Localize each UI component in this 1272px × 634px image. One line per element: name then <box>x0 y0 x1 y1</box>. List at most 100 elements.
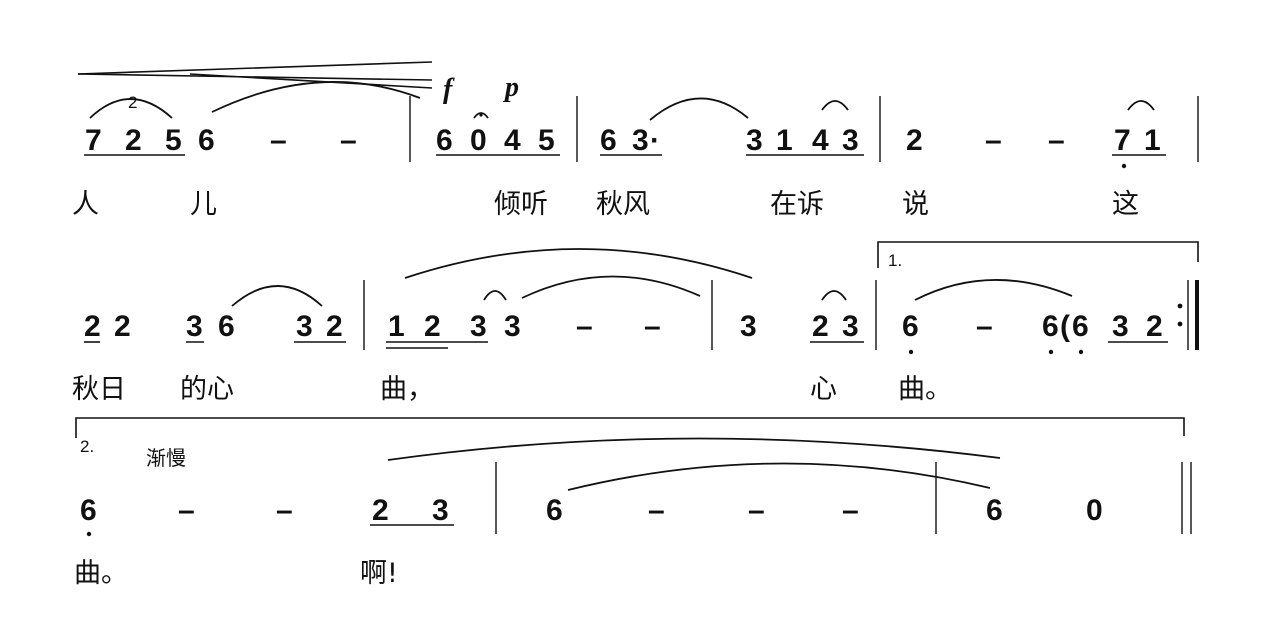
slur <box>231 285 323 307</box>
note: 6 <box>986 494 1003 527</box>
lyric: 人 <box>72 189 99 220</box>
note: 3 <box>432 494 449 527</box>
note: 7 <box>85 124 102 157</box>
note: 2 <box>84 310 101 343</box>
lyric: 倾听 <box>494 189 548 220</box>
lyric: 这 <box>1112 189 1139 220</box>
lyric: 的心 <box>180 374 234 405</box>
note: 7 <box>1114 124 1131 157</box>
note: 2 <box>372 494 389 527</box>
dash: – <box>842 494 859 527</box>
note: 6 <box>80 494 97 527</box>
dash: – <box>644 310 661 343</box>
tie <box>211 81 421 113</box>
note: 3 <box>746 124 763 157</box>
volta-bracket-2 <box>75 417 1185 438</box>
note: 6 <box>546 494 563 527</box>
note: 6 <box>1072 310 1089 343</box>
lyric: 在诉 <box>770 189 824 220</box>
tie <box>914 279 1073 301</box>
note: 2 <box>424 310 441 343</box>
slur <box>89 98 173 119</box>
note: 4 <box>812 124 829 157</box>
lyric: 秋风 <box>596 189 650 220</box>
dash: – <box>985 124 1002 157</box>
dash: – <box>576 310 593 343</box>
note: 2 <box>1146 310 1163 343</box>
fermata-arc <box>1127 100 1155 111</box>
note: 3 <box>186 310 203 343</box>
repeat-dot <box>1177 303 1183 309</box>
paren-open: ( <box>1060 310 1070 343</box>
octave-dot <box>908 349 914 355</box>
dash: – <box>648 494 665 527</box>
note: 5 <box>538 124 555 157</box>
note: 6 <box>1042 310 1059 343</box>
note: 0 <box>470 124 487 157</box>
fermata-small <box>473 112 489 119</box>
dash: – <box>276 494 293 527</box>
note: 6 <box>218 310 235 343</box>
lyric: 曲。 <box>898 374 952 405</box>
ornament-mark: 2 <box>128 93 137 112</box>
lyric: 啊! <box>360 558 398 589</box>
tie <box>567 462 991 491</box>
tie <box>521 275 701 299</box>
note: 1 <box>388 310 405 343</box>
lyric: 曲， <box>380 374 434 405</box>
note: 2 <box>906 124 923 157</box>
note-dot: · <box>650 124 660 157</box>
volta-bracket-1 <box>877 241 1199 268</box>
octave-dot <box>1121 163 1127 169</box>
phrase-slur <box>387 437 1001 461</box>
tempo-marking: 渐慢 <box>146 446 186 470</box>
dash: – <box>748 494 765 527</box>
note: 3 <box>740 310 757 343</box>
volta-label-2: 2. <box>80 437 94 456</box>
dash: – <box>1048 124 1065 157</box>
dash: – <box>270 124 287 157</box>
note: 6 <box>600 124 617 157</box>
score-row-1: f p 2 7 2 5 6 – – 6 0 4 5 6 3 · 3 1 4 3 … <box>72 61 1199 220</box>
phrase-slur <box>404 248 753 279</box>
note: 3 <box>842 310 859 343</box>
note: 1 <box>776 124 793 157</box>
lyric: 曲。 <box>74 558 128 589</box>
note: 3 <box>296 310 313 343</box>
dash: – <box>178 494 195 527</box>
volta-label-1: 1. <box>888 251 902 270</box>
note: 5 <box>165 124 182 157</box>
slur <box>649 97 749 121</box>
note: 0 <box>1086 494 1103 527</box>
note: 3 <box>1112 310 1129 343</box>
note: 6 <box>902 310 919 343</box>
note: 3 <box>504 310 521 343</box>
note: 3 <box>842 124 859 157</box>
note: 1 <box>1144 124 1161 157</box>
note: 3 <box>470 310 487 343</box>
octave-dot <box>1048 349 1054 355</box>
lyric: 心 <box>810 374 837 405</box>
score-row-2: 1. 2 2 3 6 3 2 1 2 3 3 – – 3 2 3 6 – 6 ( <box>72 241 1199 405</box>
hairpin-line <box>189 73 433 89</box>
fermata-arc <box>483 290 507 301</box>
lyric: 说 <box>902 189 929 220</box>
dynamic-forte: f <box>443 74 455 105</box>
lyric: 秋日 <box>72 374 126 405</box>
note: 3 <box>632 124 649 157</box>
lyric: 儿 <box>190 189 217 220</box>
hairpin-line <box>77 61 433 75</box>
score-row-3: 2. 渐慢 6 – – 2 3 6 – – – 6 0 曲。 啊! <box>74 417 1192 589</box>
note: 2 <box>326 310 343 343</box>
note: 6 <box>198 124 215 157</box>
dash: – <box>340 124 357 157</box>
fermata-arc <box>821 290 847 301</box>
repeat-dot <box>1177 321 1183 327</box>
octave-dot <box>1078 349 1084 355</box>
dynamic-piano: p <box>503 72 519 103</box>
note: 6 <box>436 124 453 157</box>
fermata-arc <box>821 100 849 111</box>
note: 4 <box>504 124 521 157</box>
note: 2 <box>125 124 142 157</box>
